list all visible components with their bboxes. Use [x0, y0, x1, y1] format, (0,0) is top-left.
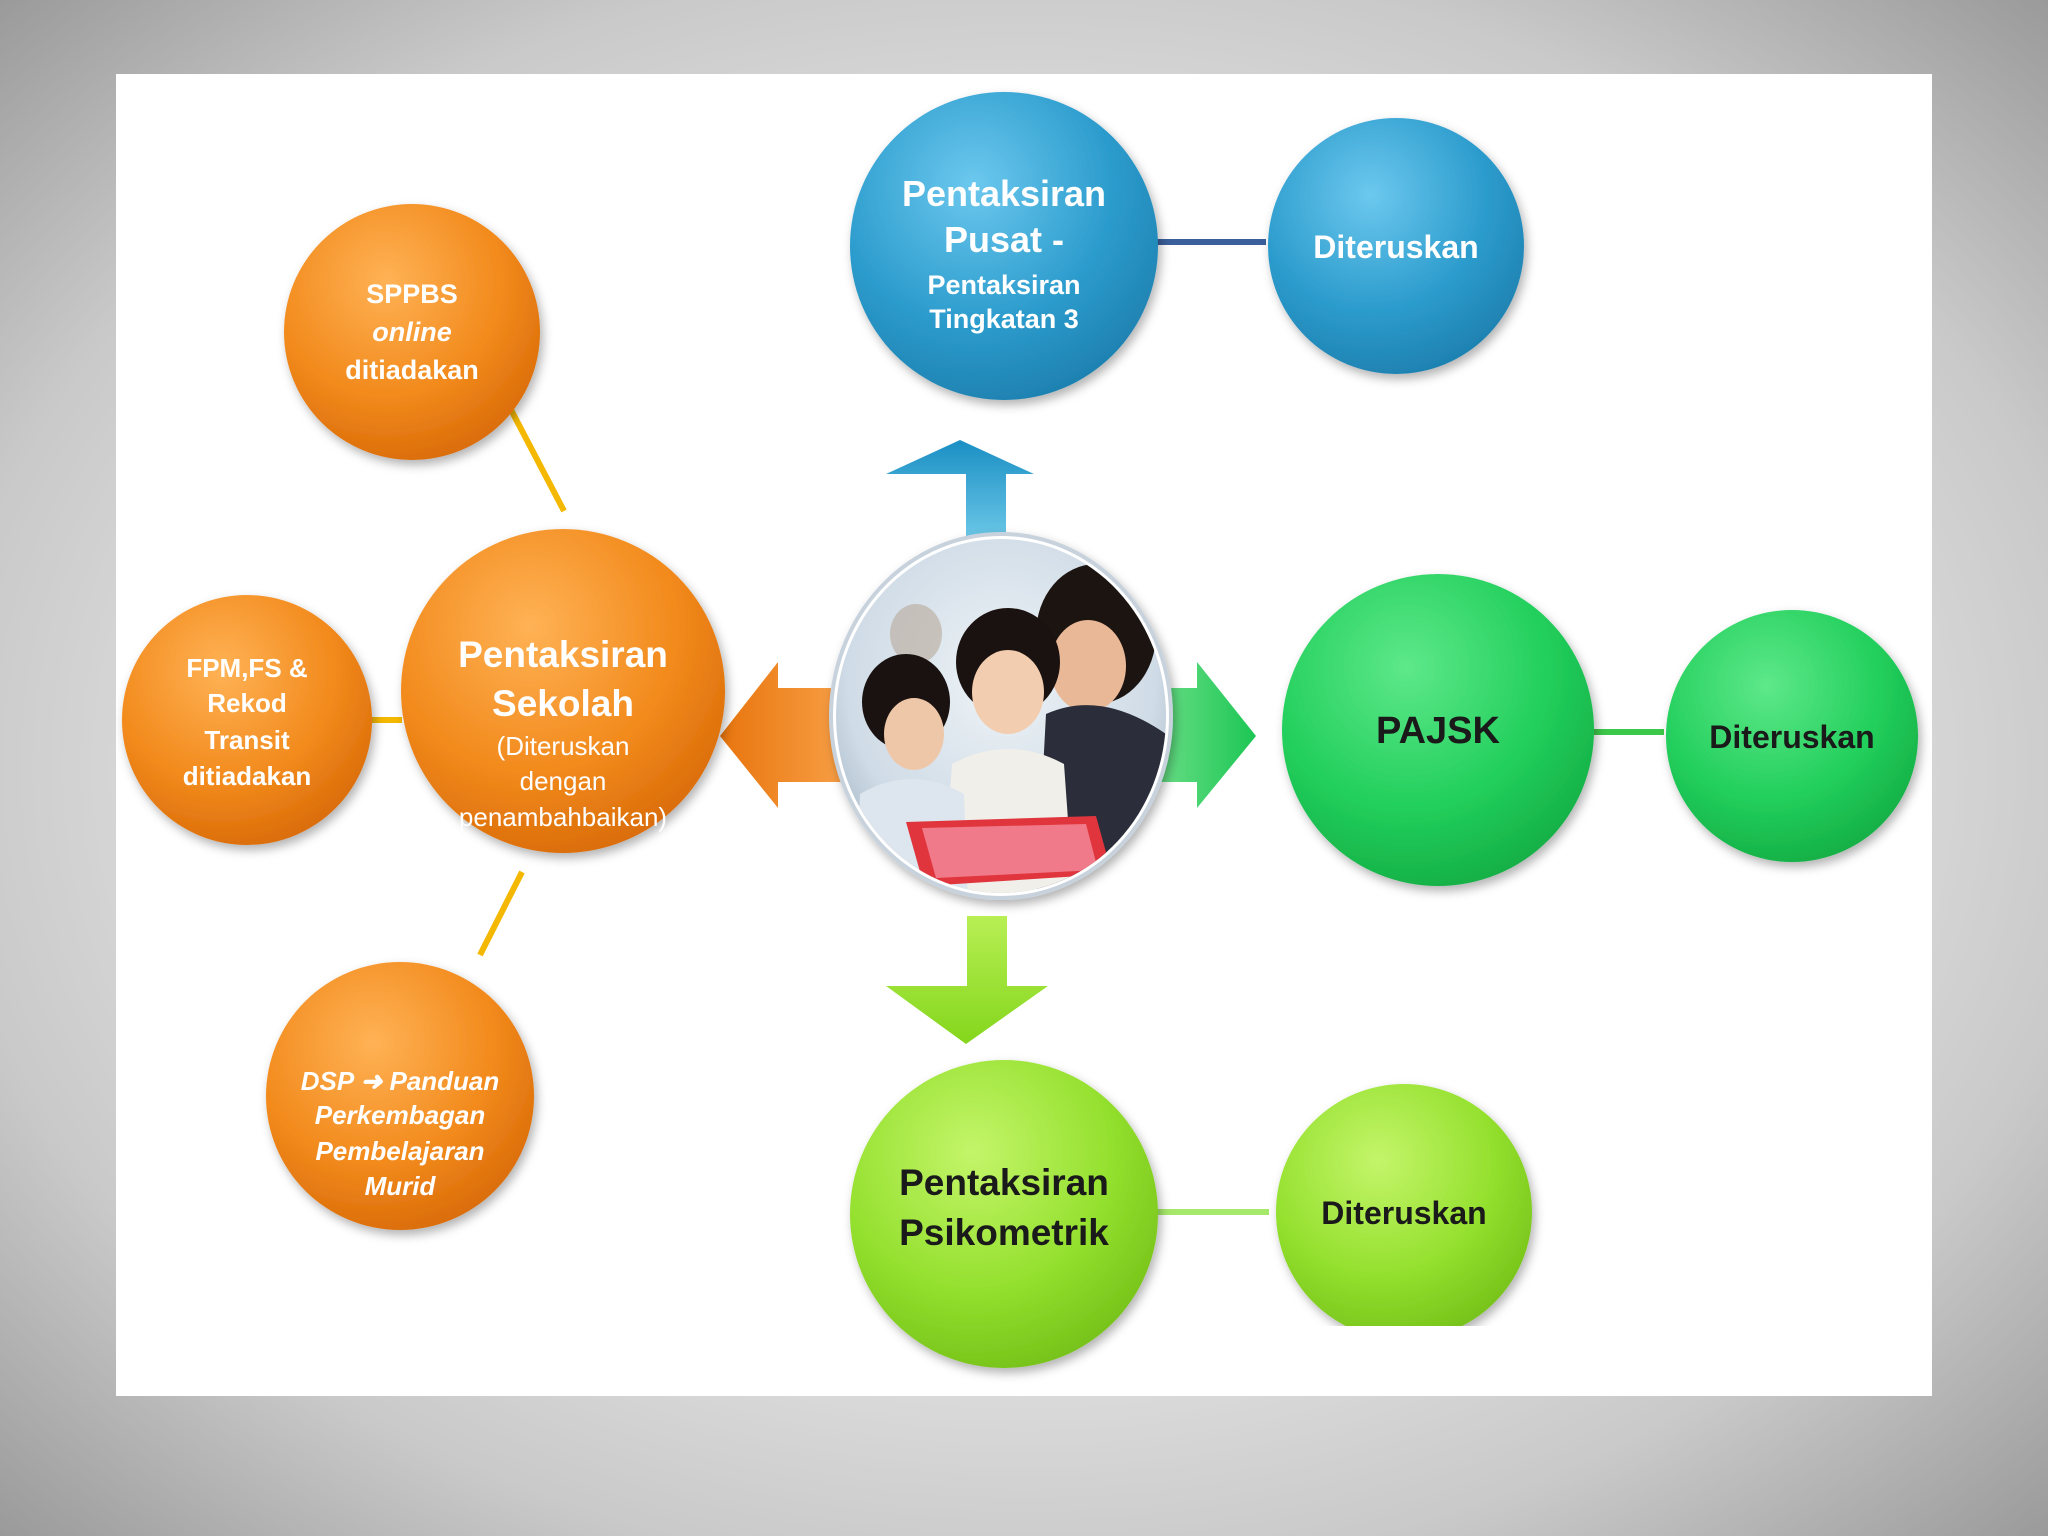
node-psikometrik-status: Diteruskan [1266, 1084, 1546, 1396]
psikometrik-title-2: Psikometrik [899, 1212, 1109, 1253]
node-fpm: FPM,FS & Rekod Transit ditiadakan [122, 595, 372, 845]
dsp-line-1: DSP ➜ Panduan [301, 1066, 500, 1096]
node-sppbs: SPPBS online ditiadakan [284, 204, 540, 460]
fpm-line-4: ditiadakan [183, 761, 312, 791]
arrow-up-icon [886, 440, 1034, 562]
node-dsp: DSP ➜ Panduan Perkembagan Pembelajaran M… [266, 962, 534, 1230]
fpm-line-1: FPM,FS & [186, 653, 307, 683]
pusat-title-2: Pusat - [944, 219, 1064, 260]
arrow-right-small-icon: ➜ [360, 1066, 383, 1096]
slide: Pentaksiran Sekolah (Diteruskan dengan p… [116, 74, 1932, 1396]
arrow-down-icon [886, 916, 1048, 1044]
node-pentaksiran-sekolah: Pentaksiran Sekolah (Diteruskan dengan p… [401, 529, 725, 853]
node-pajsk-status: Diteruskan [1666, 610, 1918, 862]
node-pentaksiran-psikometrik: Pentaksiran Psikometrik [850, 1060, 1158, 1368]
arrow-right-icon [1149, 662, 1256, 808]
psikometrik-title-1: Pentaksiran [899, 1162, 1109, 1203]
sekolah-note-2: dengan [520, 766, 607, 796]
dsp-line-4: Murid [365, 1171, 437, 1201]
sekolah-title-1: Pentaksiran [458, 634, 668, 675]
connector-dsp [477, 870, 525, 957]
sekolah-note-3: penambahbaikan) [459, 802, 667, 832]
dsp-abbr: DSP [301, 1066, 355, 1096]
dsp-line-3: Pembelajaran [315, 1136, 484, 1166]
sppbs-line-1: SPPBS [366, 279, 458, 309]
center-photo [829, 532, 1173, 900]
pusat-title-1: Pentaksiran [902, 173, 1106, 214]
psikometrik-status-label: Diteruskan [1321, 1195, 1486, 1231]
status-cutoff [1266, 1326, 1546, 1396]
node-pentaksiran-pusat: Pentaksiran Pusat - Pentaksiran Tingkata… [850, 92, 1158, 400]
sppbs-line-2: online [372, 317, 452, 347]
sppbs-line-3: ditiadakan [345, 355, 479, 385]
pusat-sub-1: Pentaksiran [927, 270, 1080, 300]
fpm-line-3: Transit [204, 725, 290, 755]
node-pajsk: PAJSK [1282, 574, 1594, 886]
pusat-status-label: Diteruskan [1313, 229, 1478, 265]
dsp-panduan: Panduan [389, 1066, 499, 1096]
pusat-sub-2: Tingkatan 3 [929, 304, 1079, 334]
pajsk-label: PAJSK [1376, 710, 1500, 752]
assessment-diagram: Pentaksiran Sekolah (Diteruskan dengan p… [122, 92, 1918, 1396]
node-pusat-status: Diteruskan [1268, 118, 1524, 374]
sekolah-note-1: (Diteruskan [497, 731, 630, 761]
sekolah-title-2: Sekolah [492, 683, 634, 724]
fpm-line-2: Rekod [207, 688, 286, 718]
pajsk-status-label: Diteruskan [1709, 719, 1874, 755]
dsp-line-2: Perkembagan [315, 1100, 486, 1130]
arrow-left-icon [720, 662, 856, 808]
connector-sppbs [505, 402, 567, 513]
